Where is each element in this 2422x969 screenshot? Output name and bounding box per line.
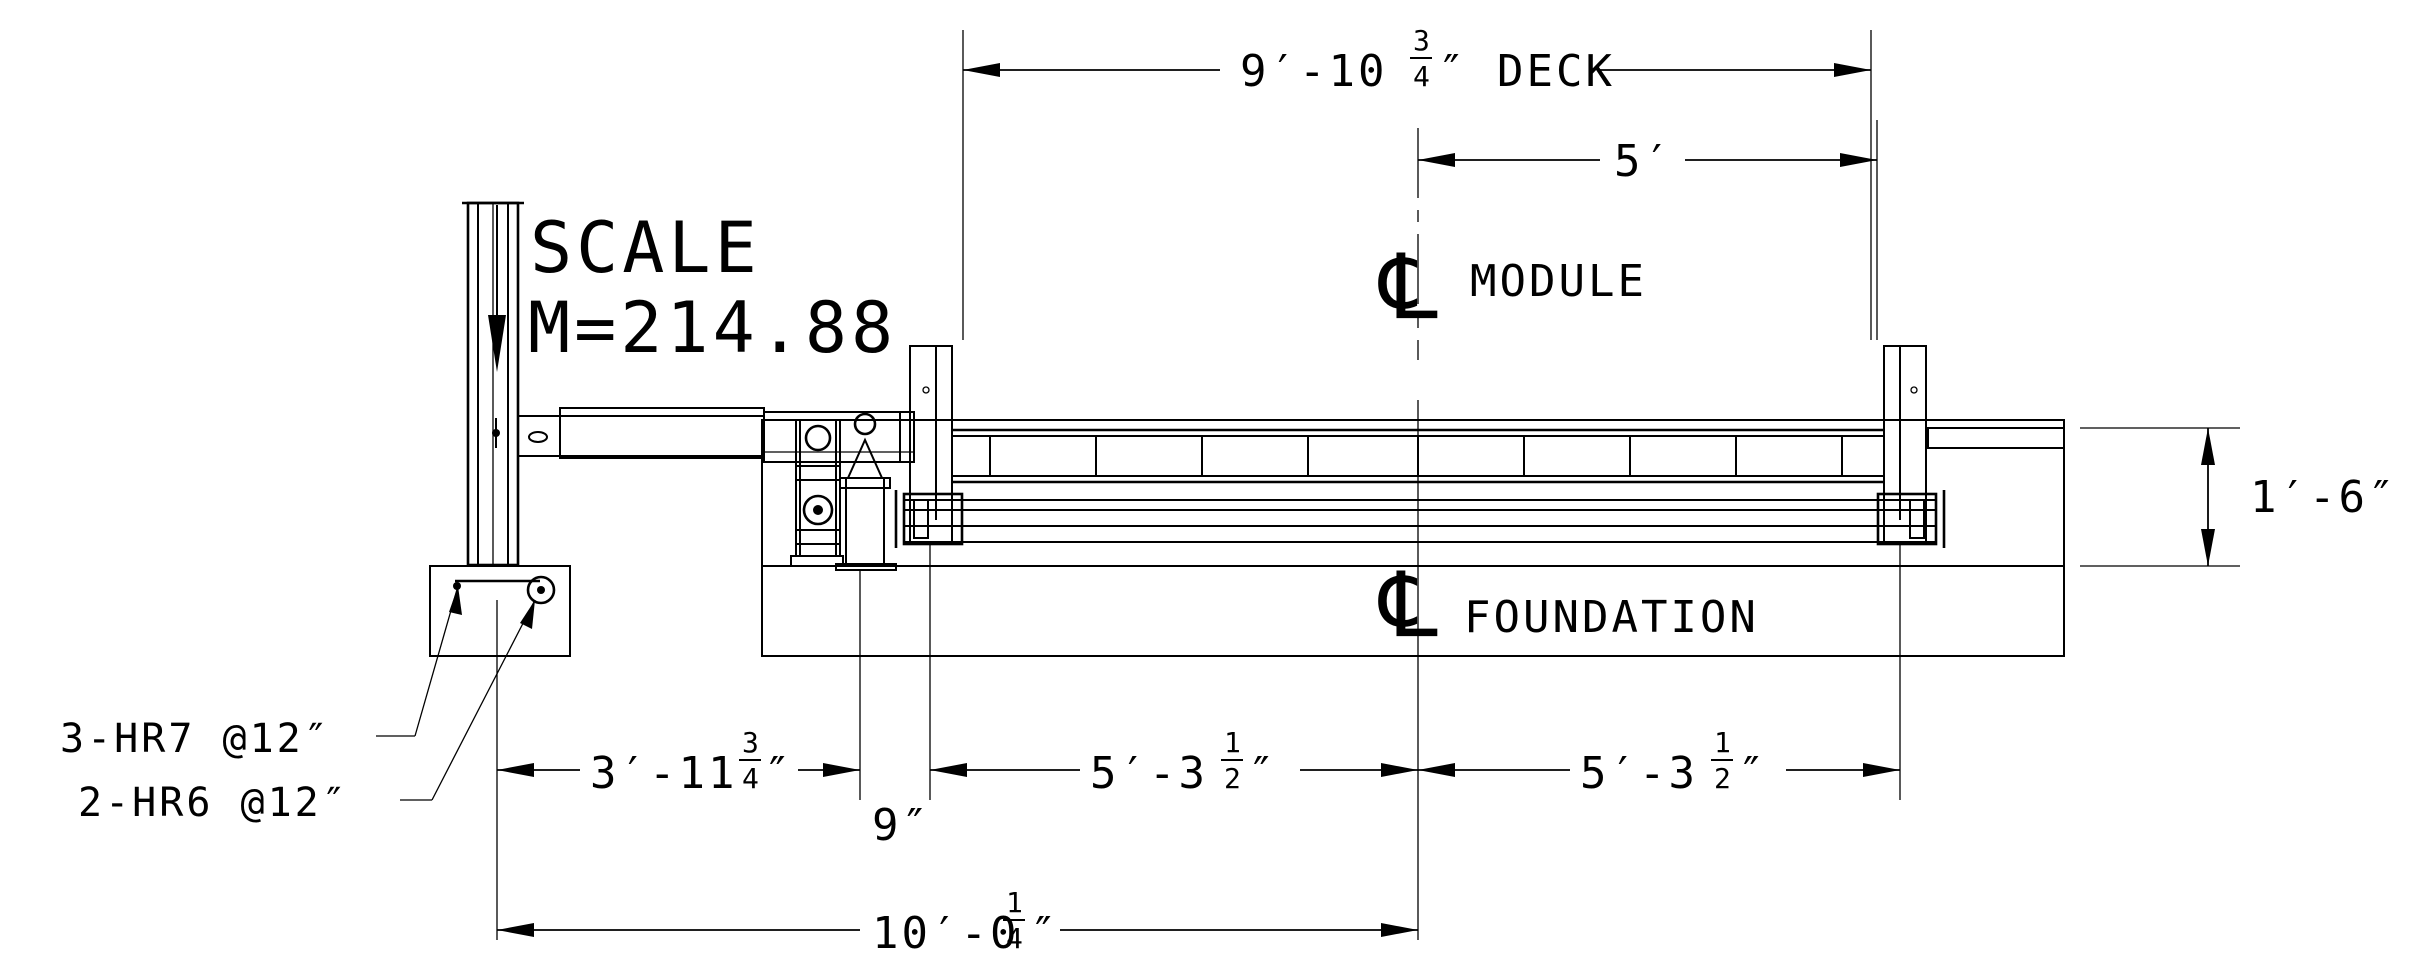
scale-label: SCALE (530, 207, 761, 289)
svg-text:3: 3 (1413, 24, 1430, 57)
svg-text:″: ″ (1030, 908, 1060, 959)
svg-text:3′-11: 3′-11 (590, 748, 737, 799)
svg-text:1: 1 (1714, 726, 1731, 759)
svg-text:4: 4 (1413, 60, 1430, 93)
parapet-dimension: 9″ (872, 800, 931, 851)
height-dimension: 1′-6″ (2250, 472, 2397, 523)
svg-text:3: 3 (742, 726, 759, 759)
svg-text:1: 1 (1224, 726, 1241, 759)
centerline-icon: ℄ (1378, 553, 1438, 658)
hydraulic-cylinder (835, 412, 897, 571)
svg-text:″: ″ (764, 748, 794, 799)
deck-rib (1300, 435, 1316, 477)
svg-text:2: 2 (1714, 762, 1731, 795)
deck-rib (1728, 435, 1744, 477)
module-label: MODULE (1470, 256, 1647, 307)
deck-dimension-text: 9′-10 3 4 ″ DECK (1240, 24, 1615, 97)
svg-text:5′-3: 5′-3 (1580, 748, 1698, 799)
support-jack (790, 419, 844, 567)
svg-text:1: 1 (1006, 886, 1023, 919)
span-left-dimension: 5′-3 1 2 ″ (1090, 726, 1278, 799)
deck-rib (1088, 435, 1104, 477)
svg-text:″: ″ (1248, 748, 1278, 799)
deck-rib (1194, 435, 1210, 477)
deck-rib (1516, 435, 1532, 477)
deck-rib (982, 435, 998, 477)
total-dimension: 10′-0 1 4 ″ (872, 886, 1060, 959)
svg-text:5′-3: 5′-3 (1090, 748, 1208, 799)
left-span-dimension: 3′-11 3 4 ″ (590, 726, 794, 799)
centerline-icon: ℄ (1378, 235, 1438, 340)
foundation-slab (761, 419, 2065, 657)
half-deck-dimension: 5′ (1614, 136, 1673, 187)
rebar-hr6-label: 2-HR6 @12″ (78, 780, 349, 826)
svg-text:″: ″ (1738, 748, 1768, 799)
deck-rib (1834, 435, 1850, 477)
rebar-leaders (376, 585, 536, 801)
svg-text:10′-0: 10′-0 (872, 908, 1019, 959)
rebar-hr7-label: 3-HR7 @12″ (60, 716, 331, 762)
telescoping-arm (492, 407, 915, 463)
svg-text:2: 2 (1224, 762, 1241, 795)
deck-rib (1622, 435, 1638, 477)
svg-text:9′-10: 9′-10 (1240, 46, 1387, 97)
foundation-label: FOUNDATION (1464, 592, 1759, 643)
arrow-down-icon (488, 315, 506, 372)
post-footing (429, 565, 571, 657)
svg-text:4: 4 (742, 762, 759, 795)
deck-module (894, 345, 1946, 548)
dimension-lines (496, 30, 2240, 940)
svg-text:″ DECK: ″ DECK (1438, 46, 1615, 97)
span-right-dimension: 5′-3 1 2 ″ (1580, 726, 1768, 799)
deck-ribs (982, 435, 1850, 477)
scale-value: M=214.88 (528, 287, 897, 369)
svg-text:4: 4 (1006, 922, 1023, 955)
scale-post (462, 201, 524, 567)
